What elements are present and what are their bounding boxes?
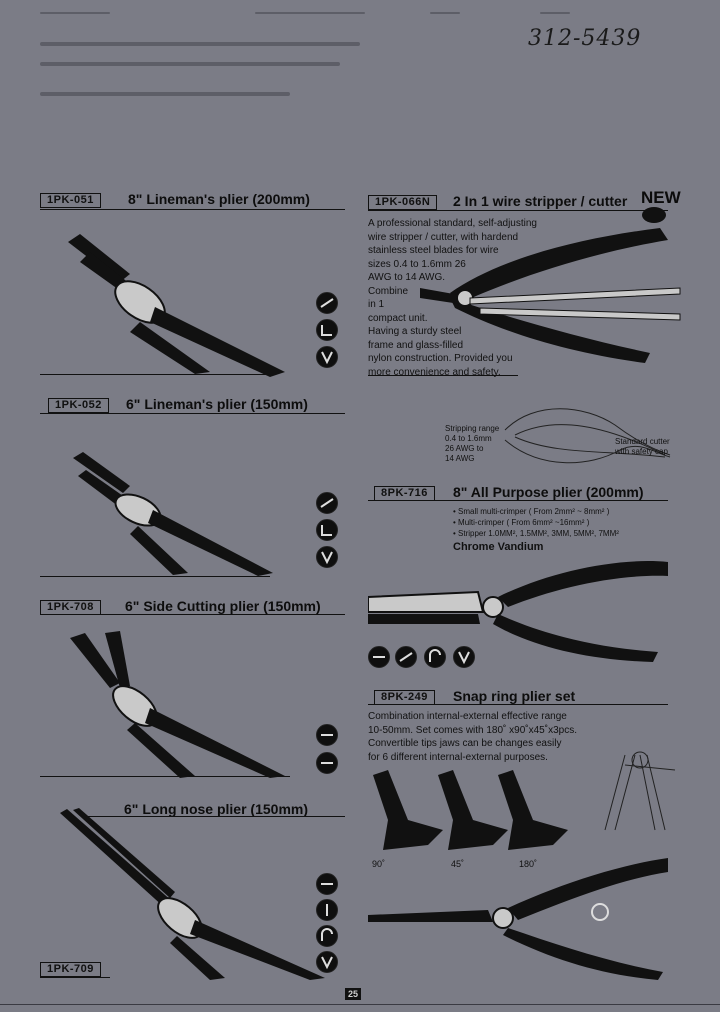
snap-ring-tips-image bbox=[373, 770, 568, 850]
product-title: 2 In 1 wire stripper / cutter bbox=[453, 193, 628, 209]
wire-stripper-diagram bbox=[504, 408, 671, 464]
round-jaw-icon bbox=[424, 646, 446, 668]
cutting-edge-icon bbox=[395, 646, 417, 668]
product-title: 6" Side Cutting plier (150mm) bbox=[125, 598, 321, 614]
new-badge-icon bbox=[642, 207, 666, 223]
product-description: A professional standard, self-adjusting … bbox=[368, 218, 537, 378]
gripping-jaw-icon bbox=[316, 899, 338, 921]
product-title: Snap ring plier set bbox=[453, 688, 576, 704]
diagram-label-stripping-range: Stripping range 0.4 to 1.6mm 26 AWG to 1… bbox=[445, 424, 500, 463]
product-code: 1PK-052 bbox=[48, 398, 109, 413]
product-title: 6" Long nose plier (150mm) bbox=[124, 801, 309, 817]
cutting-edge-icon bbox=[316, 292, 338, 314]
product-description: Combination internal-external effective … bbox=[368, 711, 577, 763]
cutting-edge-icon bbox=[316, 724, 338, 746]
material-label: Chrome Vandium bbox=[453, 541, 544, 553]
lineman-plier-150-image bbox=[73, 452, 273, 576]
v-cut-icon bbox=[316, 346, 338, 368]
product-title: 6" Lineman's plier (150mm) bbox=[126, 396, 308, 412]
product-title: 8" Lineman's plier (200mm) bbox=[128, 191, 310, 207]
tip-angle-45: 45˚ bbox=[451, 859, 465, 869]
all-purpose-plier-image bbox=[368, 561, 668, 662]
product-code: 1PK-709 bbox=[40, 962, 101, 977]
gripping-jaw-icon bbox=[316, 319, 338, 341]
v-cut-icon bbox=[316, 951, 338, 973]
cutting-edge-icon bbox=[316, 492, 338, 514]
v-cut-icon bbox=[453, 646, 475, 668]
product-title: 8" All Purpose plier (200mm) bbox=[453, 484, 644, 500]
tip-angle-180: 180˚ bbox=[519, 859, 538, 869]
long-nose-plier-image bbox=[60, 808, 325, 980]
diagram-label-cutter: Standard cutter with safety cap bbox=[615, 437, 670, 456]
tip-angle-90: 90˚ bbox=[372, 859, 386, 869]
product-code: 1PK-708 bbox=[40, 600, 101, 615]
round-jaw-icon bbox=[316, 925, 338, 947]
lineman-plier-200-image bbox=[68, 234, 285, 377]
new-badge: NEW bbox=[641, 188, 681, 207]
handwritten-number: 312-5439 bbox=[528, 26, 642, 51]
product-code: 1PK-051 bbox=[40, 193, 101, 208]
cutting-edge-icon bbox=[316, 752, 338, 774]
product-code: 8PK-249 bbox=[374, 690, 435, 705]
product-code: 1PK-066N bbox=[368, 195, 438, 210]
wire-stripper-image bbox=[420, 228, 681, 363]
v-cut-icon bbox=[316, 546, 338, 568]
product-specs: • Small multi-crimper ( From 2mm² ~ 8mm²… bbox=[453, 507, 619, 538]
snap-ring-plier-image bbox=[368, 858, 668, 980]
snap-ring-usage-diagram bbox=[604, 751, 676, 831]
product-code: 8PK-716 bbox=[374, 486, 435, 501]
cutting-edge-icon bbox=[368, 646, 390, 668]
side-cutting-plier-image bbox=[70, 631, 285, 778]
cutting-edge-icon bbox=[316, 873, 338, 895]
gripping-jaw-icon bbox=[316, 519, 338, 541]
page-number: 25 bbox=[345, 988, 362, 1000]
